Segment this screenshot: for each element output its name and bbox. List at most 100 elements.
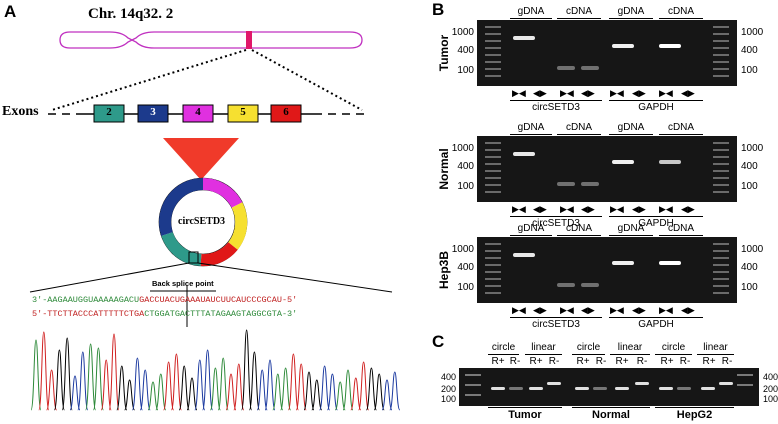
gel-band <box>659 261 681 265</box>
ladder-band <box>713 142 729 144</box>
ladder-band <box>485 26 501 28</box>
chromatogram-peak <box>280 367 292 411</box>
chromatogram-peak <box>147 381 159 411</box>
sample-label: Tumor <box>508 409 542 421</box>
gel-band <box>612 261 634 265</box>
size-label-left: 400 <box>457 262 474 273</box>
lane-header: gDNA <box>517 6 545 17</box>
ladder-band <box>713 163 729 165</box>
group-underline <box>572 354 605 355</box>
lane-header: gDNA <box>617 6 645 17</box>
chromatogram-peak <box>256 369 268 411</box>
gene-underline <box>609 100 703 101</box>
gel-band <box>612 160 634 164</box>
gel-band <box>593 387 607 390</box>
size-label-left: 400 <box>457 161 474 172</box>
gene-label: GAPDH <box>638 319 674 330</box>
chromatogram-peak <box>108 333 120 411</box>
lane-header: cDNA <box>667 223 695 234</box>
primer-arrow-icon: ◀▶ <box>681 305 695 315</box>
chromatogram-peak <box>178 365 190 411</box>
lane-label: R+ <box>660 356 674 367</box>
size-label-right: 400 <box>741 161 758 172</box>
chromosome-locus <box>246 31 252 49</box>
primer-arrow-icon: ◀▶ <box>681 204 695 214</box>
chromatogram <box>30 329 401 411</box>
chromatogram-peak <box>131 357 143 411</box>
ladder-band <box>713 68 729 70</box>
ladder-band <box>713 264 729 266</box>
chromosome-ideogram <box>59 31 363 49</box>
chromatogram-peak <box>209 367 221 411</box>
gene-underline <box>510 100 602 101</box>
size-label-right: 100 <box>741 65 758 76</box>
lane-label: R- <box>679 356 691 367</box>
gel-band <box>513 253 535 257</box>
circ-label: circSETD3 <box>178 216 226 227</box>
ladder-band <box>485 54 501 56</box>
group-header: linear <box>531 342 556 353</box>
primer-arrow-icon: ◀▶ <box>533 204 547 214</box>
ring-segment-exon4 <box>202 178 243 208</box>
chromatogram-peak <box>116 365 128 411</box>
group-underline <box>525 354 562 355</box>
primer-arrow-icon: ◀▶ <box>681 88 695 98</box>
chromatogram-peak <box>163 361 175 411</box>
lane-header: cDNA <box>667 6 695 17</box>
seq-top-right: GACCUACUGAAAUAUCUUCAUCCCGCAU-5' <box>139 295 298 305</box>
panel-b-letter: B <box>432 0 445 19</box>
primer-arrow-icon: ▶◀ <box>610 88 624 98</box>
ladder-band <box>713 177 729 179</box>
chromatogram-peak <box>233 363 245 411</box>
gel-band <box>575 387 589 390</box>
chromatogram-peak <box>303 371 315 411</box>
lane-header: gDNA <box>517 122 545 133</box>
gel-band <box>491 387 505 390</box>
ladder-band <box>485 142 501 144</box>
chromatogram-peak <box>248 351 260 411</box>
ladder-band <box>485 177 501 179</box>
ladder-band <box>713 61 729 63</box>
row-label: Tumor <box>437 34 451 72</box>
chromatogram-peak <box>389 371 401 411</box>
ladder-band <box>713 257 729 259</box>
ladder-band <box>485 68 501 70</box>
exon-label: 4 <box>195 106 201 118</box>
ladder-band <box>485 278 501 280</box>
gel-band <box>557 283 575 287</box>
ladder-band <box>485 47 501 49</box>
lane-header-underline <box>510 134 552 135</box>
lane-header: cDNA <box>565 122 593 133</box>
primer-arrow-icon: ▶◀ <box>512 88 526 98</box>
size-label-left: 100 <box>457 181 474 192</box>
lane-header-underline <box>609 18 653 19</box>
size-label-right: 100 <box>763 394 778 404</box>
gel-band <box>615 387 629 390</box>
gel-band <box>557 66 575 70</box>
primer-arrow-icon: ▶◀ <box>512 204 526 214</box>
ladder-band <box>465 394 481 396</box>
gel-image-c <box>459 368 759 406</box>
lane-label: R+ <box>576 356 590 367</box>
chromatogram-peak <box>139 369 151 411</box>
primer-arrow-icon: ◀▶ <box>632 88 646 98</box>
chromatogram-peak <box>46 369 58 411</box>
ladder-band <box>485 257 501 259</box>
gene-label: circSETD3 <box>532 319 580 330</box>
sample-underline <box>572 407 650 408</box>
lane-header-underline <box>557 18 601 19</box>
gene-underline <box>510 216 602 217</box>
lane-header: cDNA <box>565 6 593 17</box>
primer-arrow-icon: ▶◀ <box>659 88 673 98</box>
row-label: Normal <box>437 148 451 190</box>
gel-band <box>581 182 599 186</box>
chromatogram-peak <box>217 357 229 411</box>
exon-box <box>182 104 214 123</box>
lane-label: R+ <box>702 356 716 367</box>
chromatogram-peak <box>373 373 385 411</box>
chromatogram-peak <box>358 361 370 411</box>
gene-underline <box>510 317 602 318</box>
primer-arrow-icon: ◀▶ <box>632 305 646 315</box>
lane-header-underline <box>557 235 601 236</box>
gel-band <box>581 66 599 70</box>
